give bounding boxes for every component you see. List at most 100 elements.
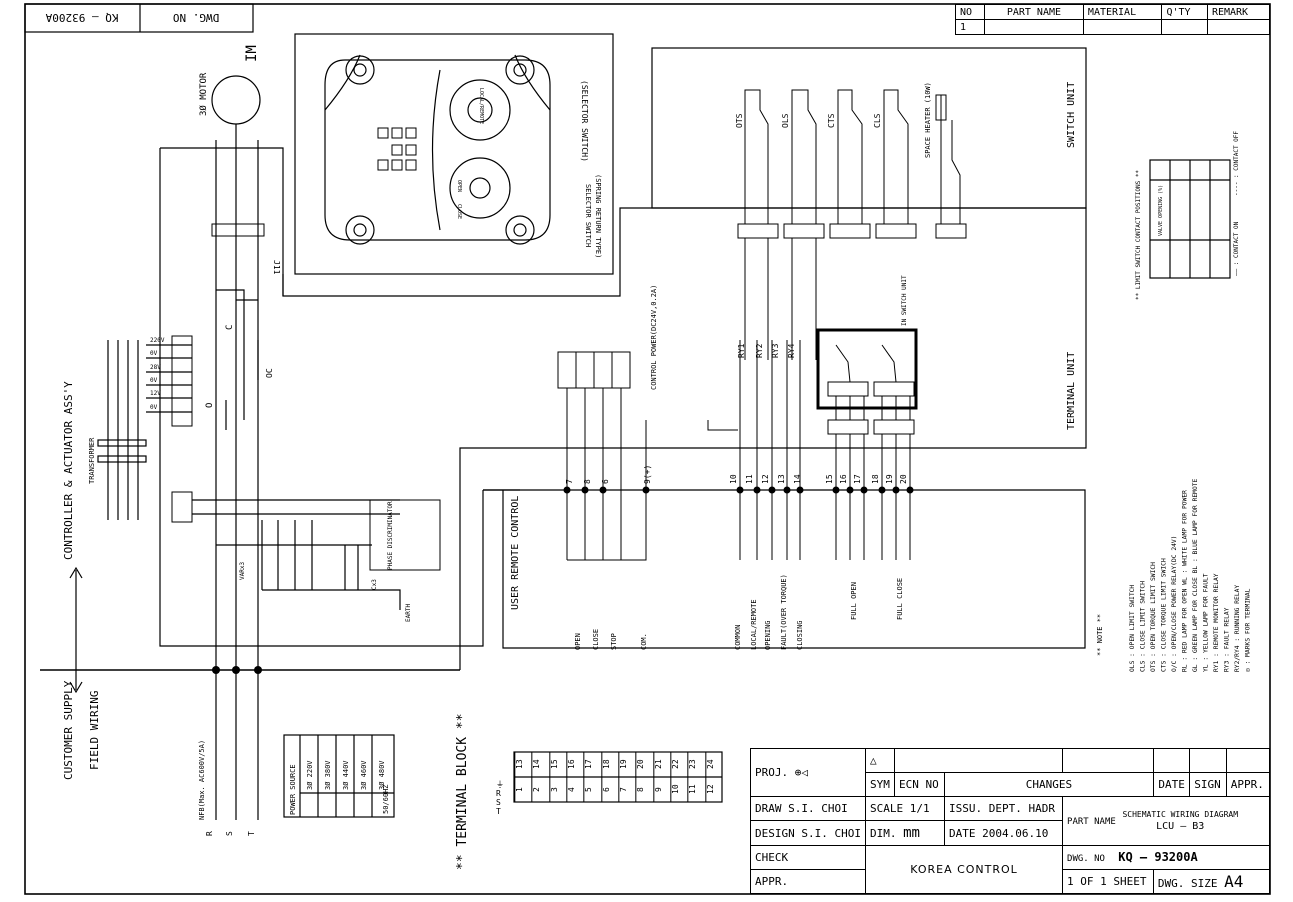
sheet-cell: 1 OF 1 SHEET xyxy=(1062,868,1154,895)
relay-ry1: RY1 xyxy=(737,343,746,358)
selector-sub-2: (SPRING RETURN TYPE) xyxy=(594,174,602,258)
switch-cls: CLS xyxy=(873,113,882,128)
terminal-cell-20: 20 xyxy=(635,752,653,777)
parts-header-name: PART NAME xyxy=(983,4,1084,20)
note-line: CTS : CLOSE TORQUE LIMIT SWICH xyxy=(1161,558,1168,672)
terminal-cell-5: 5 xyxy=(583,777,601,802)
terminal-cell-13: 13 xyxy=(514,752,532,777)
note-line: YL : YELLOW LAMP FOR FAULT xyxy=(1203,573,1210,672)
varistor-label: VARx3 xyxy=(239,562,246,580)
terminal-block-side: ⏚ R S T xyxy=(496,780,504,816)
selector-label: (SELECTOR SWITCH) xyxy=(580,80,589,162)
draw-label: DRAW xyxy=(755,802,782,816)
note-line: RY1 : REMOTE MONITOR RELAY xyxy=(1213,573,1220,672)
control-power-label: CONTROL POWER(DC24V,0.2A) xyxy=(650,285,658,390)
terminal-cell-12: 12 xyxy=(704,777,722,802)
dim-cell: DIM. mm xyxy=(864,820,946,846)
dwg-no-value: KQ – 93200A xyxy=(45,11,118,24)
terminal-cell-6: 6 xyxy=(600,777,618,802)
open-coil-label: O xyxy=(205,403,215,408)
terminal-cell-23: 23 xyxy=(687,752,705,777)
power-source-header: POWER SOURCE xyxy=(289,764,297,815)
term-14: 14 xyxy=(793,474,802,484)
relay-ry4: RY4 xyxy=(787,343,796,358)
terminal-cell-14: 14 xyxy=(531,752,549,777)
knob-close-label: CLOSE xyxy=(456,204,462,219)
term-19: 19 xyxy=(885,474,894,484)
oc-label: OC xyxy=(265,368,274,378)
draw-cell: DRAW S.I. CHOI xyxy=(750,796,866,822)
power-220: 3Ø 220V xyxy=(306,760,314,790)
terminal-cell-10: 10 xyxy=(669,777,688,802)
note-line: OTS : OPEN TORQUE LIMIT SWICH xyxy=(1150,562,1157,672)
note-line: RL : RED LAMP FOR OPEN WL : WHITE LAMP F… xyxy=(1182,490,1189,672)
label-com: COM. xyxy=(640,633,648,650)
parts-header-remark: REMARK xyxy=(1206,4,1271,20)
power-480: 3Ø 480V xyxy=(378,760,386,790)
customer-label: CUSTOMER SUPPLY xyxy=(62,680,75,780)
tap-0v-2: 0V xyxy=(150,377,158,384)
proj-label: PROJ. xyxy=(755,766,789,780)
dim-unit: mm xyxy=(903,825,920,842)
side-earth: ⏚ xyxy=(496,780,504,789)
terminal-cell-1: 1 xyxy=(514,777,532,802)
power-440: 3Ø 440V xyxy=(342,760,350,790)
term-15: 15 xyxy=(825,474,834,484)
side-s: S xyxy=(496,798,501,807)
controller-label: CONTROLLER & ACTUATOR ASS'Y xyxy=(62,381,75,560)
dwg-no-cell: DWG. NO KQ – 93200A xyxy=(1062,844,1270,870)
company-cell: KOREA CONTROL xyxy=(864,844,1064,895)
relay-ry2: RY2 xyxy=(755,343,764,358)
label-common: COMMON xyxy=(734,625,742,650)
switch-ols: OLS xyxy=(781,113,790,128)
tap-12v: 12V xyxy=(150,390,161,397)
parts-row-qty xyxy=(1161,19,1208,35)
terminal-cell-17: 17 xyxy=(583,752,601,777)
parts-row-material xyxy=(1082,19,1163,35)
term-8: 8 xyxy=(583,479,592,484)
date-value-cell: DATE 2004.06.10 xyxy=(944,820,1064,846)
transformer-label: TRANSFORMER xyxy=(88,437,96,484)
appr-header: APPR. xyxy=(1225,772,1271,798)
title-block: PROJ. ⊕◁ △ SYM ECN NO CHANGES DATE SIGN … xyxy=(750,747,1271,895)
knob-open-label: OPEN xyxy=(456,180,462,192)
dim-label: DIM. xyxy=(869,827,897,841)
term-10: 10 xyxy=(729,474,738,484)
term-12: 12 xyxy=(761,474,770,484)
terminal-cell-22: 22 xyxy=(669,752,688,777)
dwg-size-value: A4 xyxy=(1224,871,1244,891)
dwg-size-label: DWG. SIZE xyxy=(1157,876,1218,890)
revision-triangle-icon: △ xyxy=(864,747,895,774)
label-close: CLOSE xyxy=(592,629,600,650)
design-label: DESIGN xyxy=(755,826,795,840)
selector-sub-1: SELECTOR SWITCH xyxy=(584,184,592,247)
terminal-cell-8: 8 xyxy=(635,777,653,802)
tap-0v-1: 0V xyxy=(150,350,158,357)
terminal-cell-11: 11 xyxy=(687,777,705,802)
term-16: 16 xyxy=(839,474,848,484)
term-7: 7 xyxy=(565,479,574,484)
capacitor-label: Cx3 xyxy=(371,579,378,590)
in-switch-unit-label: IN SWITCH UNIT xyxy=(901,275,908,326)
term-13: 13 xyxy=(777,474,786,484)
motor-label: 3Ø MOTOR xyxy=(198,72,209,116)
parts-header-material: MATERIAL xyxy=(1082,4,1163,20)
note-line: GL : GREEN LAMP FOR CLOSE BL : BLUE LAMP… xyxy=(1192,478,1199,672)
term-11: 11 xyxy=(745,474,754,484)
scale-cell: SCALE 1/1 xyxy=(864,796,946,822)
terminal-unit-title: TERMINAL UNIT xyxy=(1066,352,1077,430)
phase-s: S xyxy=(225,831,234,836)
limit-table-title: ** LIMIT SWITCH CONTACT POSITIONS ** xyxy=(1135,170,1142,300)
draw-name: S.I. CHOI xyxy=(788,802,848,816)
parts-row-remark xyxy=(1206,19,1271,35)
dwg-label: DWG. NO xyxy=(1067,854,1105,865)
terminal-cell-2: 2 xyxy=(531,777,549,802)
part-name-label: PART NAME xyxy=(1067,816,1116,827)
term-9: 9(+) xyxy=(643,465,652,484)
motor-symbol: IM xyxy=(244,45,260,62)
term-20: 20 xyxy=(899,474,908,484)
note-line: CLS : CLOSE LIMIT SWITCH xyxy=(1140,581,1147,672)
space-heater-label: SPACE HEATER (10W) xyxy=(924,82,932,158)
switch-cts: CTS xyxy=(827,113,836,128)
